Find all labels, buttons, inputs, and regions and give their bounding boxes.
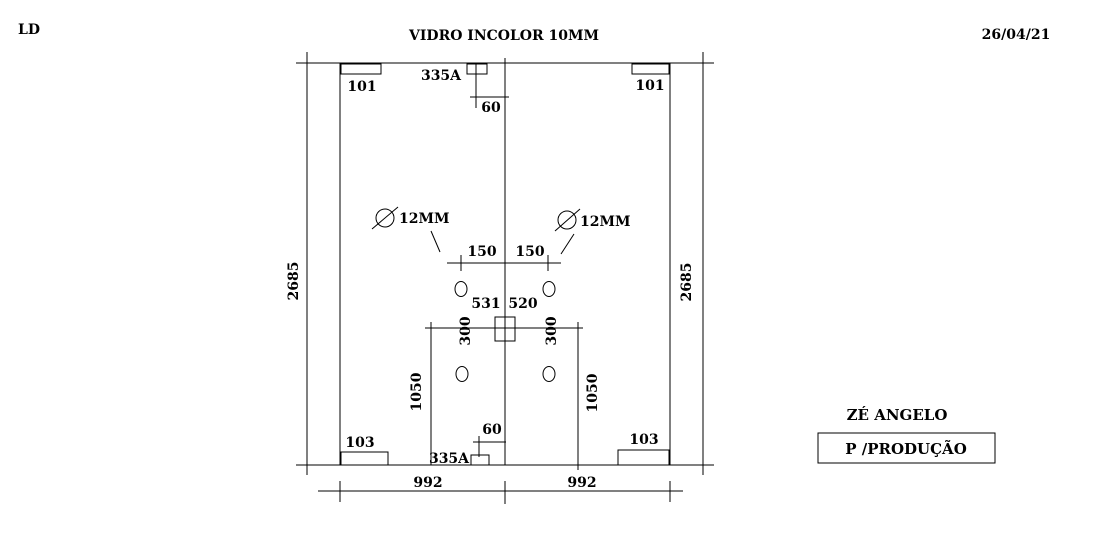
hole-upper-left bbox=[454, 281, 468, 297]
diameter-left-leader bbox=[430, 230, 441, 253]
stamp-box bbox=[817, 432, 996, 464]
pivot-top-offset-label: 60 bbox=[481, 100, 501, 116]
drawing-date: 26/04/21 bbox=[982, 27, 1051, 43]
pivot-top bbox=[466, 63, 488, 75]
diameter-right-icon bbox=[557, 210, 577, 230]
hole-lower-left bbox=[455, 366, 469, 382]
hinge-top-right-label: 101 bbox=[635, 78, 664, 94]
width-right-label: 992 bbox=[567, 475, 596, 491]
diameter-right-label: 12MM bbox=[580, 214, 630, 230]
hole-upper-right bbox=[542, 281, 556, 297]
diameter-left-icon bbox=[375, 208, 395, 228]
handle-spacing-right-label: 300 bbox=[544, 316, 560, 345]
height-right-label: 2685 bbox=[679, 263, 695, 302]
handle-height-right-label: 1050 bbox=[585, 373, 601, 412]
diameter-left-label: 12MM bbox=[399, 211, 449, 227]
client-name: ZÉ ANGELO bbox=[847, 406, 948, 424]
hole-lower-right bbox=[542, 366, 556, 382]
hinge-bottom-right bbox=[617, 449, 670, 466]
hinge-bottom-left-label: 103 bbox=[345, 435, 374, 451]
handle-height-left-label: 1050 bbox=[409, 372, 425, 411]
handle-spacing-left-label: 300 bbox=[458, 316, 474, 345]
hole-spacing-right-label: 150 bbox=[515, 244, 544, 260]
height-left-label: 2685 bbox=[286, 262, 302, 301]
center-lock bbox=[494, 316, 516, 342]
drawing-code: LD bbox=[18, 22, 40, 38]
stamp-label: P /PRODUÇÃO bbox=[845, 439, 967, 458]
diameter-right-leader bbox=[560, 233, 575, 255]
lock-left-label: 531 bbox=[471, 296, 500, 312]
hinge-bottom-left bbox=[340, 451, 389, 466]
lock-right-label: 520 bbox=[508, 296, 537, 312]
pivot-top-label: 335A bbox=[421, 68, 462, 84]
hinge-top-left-label: 101 bbox=[347, 79, 376, 95]
pivot-bottom-label: 335A bbox=[429, 451, 470, 467]
hole-spacing-left-label: 150 bbox=[467, 244, 496, 260]
drawing-title: VIDRO INCOLOR 10MM bbox=[408, 28, 599, 44]
pivot-bottom-offset-label: 60 bbox=[482, 422, 502, 438]
width-left-label: 992 bbox=[413, 475, 442, 491]
pivot-bottom bbox=[470, 454, 490, 466]
hinge-top-left bbox=[340, 63, 382, 75]
hinge-top-right bbox=[631, 63, 670, 75]
hinge-bottom-right-label: 103 bbox=[629, 432, 658, 448]
